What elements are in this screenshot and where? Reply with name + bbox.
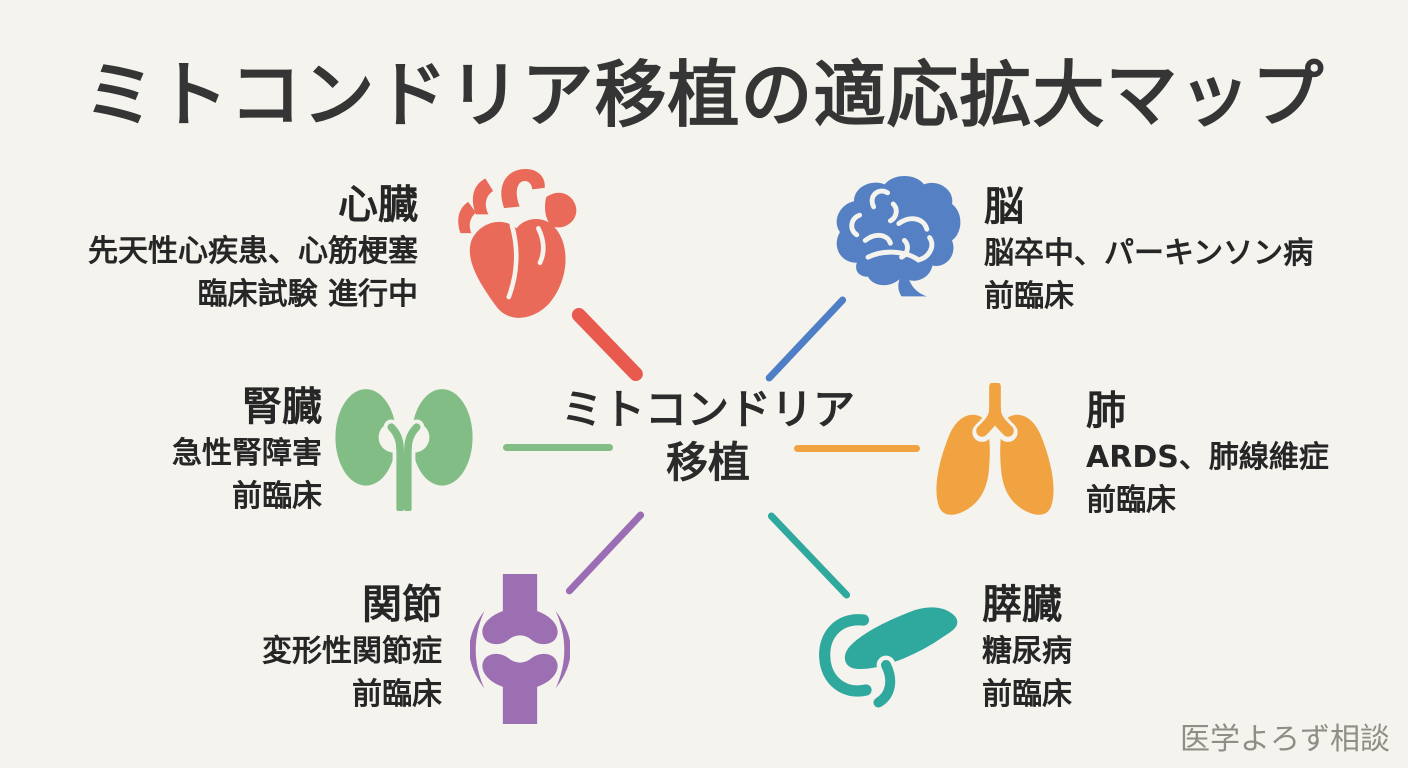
lung-indications: ARDS、肺線維症 [1086, 440, 1329, 475]
brain-icon [826, 176, 966, 306]
heart-icon [452, 166, 578, 326]
center-hub-label: ミトコンドリア 移植 [508, 384, 908, 489]
heart-indications: 先天性心疾患、心筋梗塞 [88, 234, 418, 269]
kidney-icon [334, 384, 474, 517]
node-heart-text: 心臓 先天性心疾患、心筋梗塞 臨床試験 進行中 [40, 180, 418, 316]
connector-lung [794, 445, 920, 452]
joint-status: 前臨床 [352, 677, 442, 712]
node-brain-text: 脳 脳卒中、パーキンソン病 前臨床 [984, 182, 1384, 318]
connector-heart [568, 305, 646, 384]
node-pancreas-text: 膵臓 糖尿病 前臨床 [982, 580, 1282, 716]
joint-indications: 変形性関節症 [262, 634, 442, 669]
node-joint-text: 関節 変形性関節症 前臨床 [180, 580, 442, 716]
pancreas-indications: 糖尿病 [982, 634, 1072, 669]
pancreas-icon [814, 590, 966, 719]
brain-indications: 脳卒中、パーキンソン病 [984, 236, 1314, 271]
brain-status: 前臨床 [984, 279, 1074, 314]
page-title: ミトコンドリア移植の適応拡大マップ [83, 53, 1325, 137]
center-hub-line2: 移植 [665, 437, 750, 487]
kidney-status: 前臨床 [232, 479, 322, 514]
heart-status: 臨床試験 進行中 [197, 277, 418, 312]
lung-icon [930, 381, 1060, 523]
lung-label: 肺 [1086, 388, 1126, 434]
kidney-indications: 急性腎障害 [172, 436, 322, 471]
connector-brain [764, 295, 848, 383]
joint-label: 関節 [362, 582, 442, 628]
watermark: 医学よろず相談 [1180, 722, 1390, 757]
connector-pancreas [766, 511, 852, 600]
node-lung-text: 肺 ARDS、肺線維症 前臨床 [1086, 386, 1396, 522]
connector-kidney [503, 444, 613, 451]
center-hub-line1: ミトコンドリア [560, 385, 855, 434]
joint-icon [469, 574, 571, 728]
heart-label: 心臓 [338, 182, 418, 228]
lung-status: 前臨床 [1086, 483, 1176, 518]
connector-joint [564, 510, 646, 596]
brain-label: 脳 [984, 184, 1024, 230]
pancreas-label: 膵臓 [982, 582, 1062, 628]
node-kidney-text: 腎臓 急性腎障害 前臨床 [60, 382, 322, 518]
kidney-label: 腎臓 [242, 384, 322, 430]
pancreas-status: 前臨床 [982, 677, 1072, 712]
